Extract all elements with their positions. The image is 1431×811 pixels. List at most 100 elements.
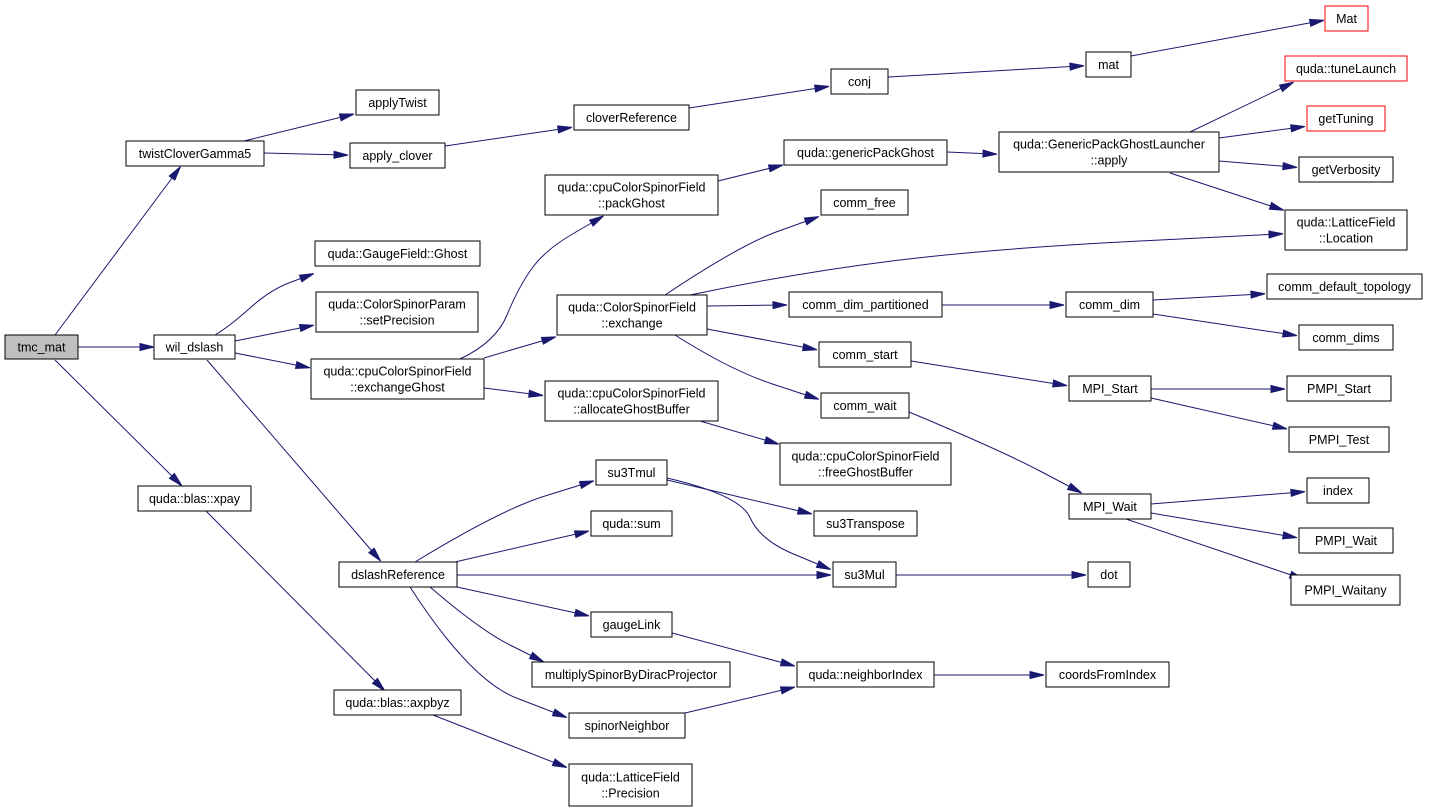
node-cpu-pack-ghost[interactable]: quda::cpuColorSpinorField::packGhost xyxy=(544,174,719,216)
node-mpi-start[interactable]: MPI_Start xyxy=(1068,375,1152,402)
node-set-precision[interactable]: quda::ColorSpinorParam::setPrecision xyxy=(315,291,479,333)
node-su3-transpose-box[interactable] xyxy=(813,510,918,537)
node-lattice-location[interactable]: quda::LatticeField::Location xyxy=(1284,209,1408,251)
node-get-verbosity[interactable]: getVerbosity xyxy=(1298,156,1394,183)
node-lattice-precision[interactable]: quda::LatticeField::Precision xyxy=(568,763,693,807)
node-comm-dim-partitioned[interactable]: comm_dim_partitioned xyxy=(788,291,943,318)
node-tmc-mat[interactable]: tmc_mat xyxy=(4,334,79,360)
node-su3-mul-box[interactable] xyxy=(832,561,897,588)
node-dot[interactable]: dot xyxy=(1087,561,1131,588)
node-multiply-spinor[interactable]: multiplySpinorByDiracProjector xyxy=(531,661,731,688)
node-comm-default-topology[interactable]: comm_default_topology xyxy=(1266,273,1423,300)
node-apply-clover-box[interactable] xyxy=(349,142,446,169)
node-spinor-neighbor-box[interactable] xyxy=(568,712,686,739)
node-generic-pack-ghost-box[interactable] xyxy=(783,139,948,166)
node-blas-xpay[interactable]: quda::blas::xpay xyxy=(137,485,252,512)
node-exchange-ghost-box[interactable] xyxy=(310,358,485,400)
node-su3-mul[interactable]: su3Mul xyxy=(832,561,897,588)
node-conj-box[interactable] xyxy=(830,68,889,95)
node-spinor-neighbor[interactable]: spinorNeighbor xyxy=(568,712,686,739)
node-neighbor-index[interactable]: quda::neighborIndex xyxy=(796,661,935,688)
node-pmpi-wait[interactable]: PMPI_Wait xyxy=(1298,527,1394,554)
node-pmpi-wait-box[interactable] xyxy=(1298,527,1394,554)
node-comm-free-box[interactable] xyxy=(820,189,909,216)
node-pmpi-test[interactable]: PMPI_Test xyxy=(1288,426,1390,453)
node-mpi-wait-box[interactable] xyxy=(1068,493,1152,520)
node-csf-exchange-box[interactable] xyxy=(556,294,708,336)
node-mpi-wait[interactable]: MPI_Wait xyxy=(1068,493,1152,520)
node-generic-pack-ghost[interactable]: quda::genericPackGhost xyxy=(783,139,948,166)
node-get-tuning[interactable]: getTuning xyxy=(1306,105,1386,132)
node-comm-default-topology-box[interactable] xyxy=(1266,273,1423,300)
node-set-precision-box[interactable] xyxy=(315,291,479,333)
node-comm-dim-partitioned-box[interactable] xyxy=(788,291,943,318)
node-conj[interactable]: conj xyxy=(830,68,889,95)
node-wil-dslash-box[interactable] xyxy=(153,334,236,360)
node-twist-clover-gamma5-box[interactable] xyxy=(125,140,265,167)
node-gauge-link[interactable]: gaugeLink xyxy=(590,611,673,638)
node-axpbyz[interactable]: quda::blas::axpbyz xyxy=(333,689,462,716)
node-tmc-mat-box[interactable] xyxy=(4,334,79,360)
node-tune-launch[interactable]: quda::tuneLaunch xyxy=(1284,55,1408,82)
node-apply-clover[interactable]: apply_clover xyxy=(349,142,446,169)
node-comm-free[interactable]: comm_free xyxy=(820,189,909,216)
node-neighbor-index-box[interactable] xyxy=(796,661,935,688)
node-coords-from-index-box[interactable] xyxy=(1045,661,1170,688)
node-gauge-ghost-box[interactable] xyxy=(314,240,481,267)
node-get-tuning-box[interactable] xyxy=(1306,105,1386,132)
node-clover-reference[interactable]: cloverReference xyxy=(573,104,690,131)
node-pmpi-test-box[interactable] xyxy=(1288,426,1390,453)
node-multiply-spinor-box[interactable] xyxy=(531,661,731,688)
node-dot-box[interactable] xyxy=(1087,561,1131,588)
node-comm-start-box[interactable] xyxy=(818,341,912,368)
node-quda-sum-box[interactable] xyxy=(590,510,673,537)
node-comm-dim[interactable]: comm_dim xyxy=(1065,291,1154,318)
node-generic-pack-launcher[interactable]: quda::GenericPackGhostLauncher::apply xyxy=(998,131,1220,173)
node-su3-tmul[interactable]: su3Tmul xyxy=(595,459,668,486)
node-axpbyz-box[interactable] xyxy=(333,689,462,716)
node-twist-clover-gamma5[interactable]: twistCloverGamma5 xyxy=(125,140,265,167)
node-blas-xpay-box[interactable] xyxy=(137,485,252,512)
node-su3-transpose[interactable]: su3Transpose xyxy=(813,510,918,537)
node-comm-dims-box[interactable] xyxy=(1298,324,1394,351)
node-pmpi-start-box[interactable] xyxy=(1286,375,1392,402)
node-pmpi-waitany-box[interactable] xyxy=(1290,574,1401,606)
node-pmpi-start[interactable]: PMPI_Start xyxy=(1286,375,1392,402)
node-mat[interactable]: mat xyxy=(1085,51,1132,78)
node-comm-dim-box[interactable] xyxy=(1065,291,1154,318)
node-comm-wait-box[interactable] xyxy=(820,392,910,419)
node-gauge-link-box[interactable] xyxy=(590,611,673,638)
node-csf-exchange[interactable]: quda::ColorSpinorField::exchange xyxy=(556,294,708,336)
node-mat-box[interactable] xyxy=(1324,5,1369,32)
node-tune-launch-box[interactable] xyxy=(1284,55,1408,82)
node-dslash-reference[interactable]: dslashReference xyxy=(338,561,458,588)
node-free-ghost-buffer-box[interactable] xyxy=(779,442,952,486)
node-cpu-pack-ghost-box[interactable] xyxy=(544,174,719,216)
node-apply-twist-box[interactable] xyxy=(355,89,440,116)
node-comm-start[interactable]: comm_start xyxy=(818,341,912,368)
node-dslash-reference-box[interactable] xyxy=(338,561,458,588)
node-gauge-ghost[interactable]: quda::GaugeField::Ghost xyxy=(314,240,481,267)
node-index-box[interactable] xyxy=(1306,477,1370,504)
node-pmpi-waitany[interactable]: PMPI_Waitany xyxy=(1290,574,1401,606)
node-generic-pack-launcher-box[interactable] xyxy=(998,131,1220,173)
node-index[interactable]: index xyxy=(1306,477,1370,504)
node-allocate-ghost-buffer-box[interactable] xyxy=(544,380,719,422)
node-wil-dslash[interactable]: wil_dslash xyxy=(153,334,236,360)
node-comm-wait[interactable]: comm_wait xyxy=(820,392,910,419)
node-apply-twist[interactable]: applyTwist xyxy=(355,89,440,116)
node-get-verbosity-box[interactable] xyxy=(1298,156,1394,183)
node-mat[interactable]: Mat xyxy=(1324,5,1369,32)
node-su3-tmul-box[interactable] xyxy=(595,459,668,486)
node-free-ghost-buffer[interactable]: quda::cpuColorSpinorField::freeGhostBuff… xyxy=(779,442,952,486)
node-mpi-start-box[interactable] xyxy=(1068,375,1152,402)
node-allocate-ghost-buffer[interactable]: quda::cpuColorSpinorField::allocateGhost… xyxy=(544,380,719,422)
node-mat-box[interactable] xyxy=(1085,51,1132,78)
node-lattice-precision-box[interactable] xyxy=(568,763,693,807)
node-coords-from-index[interactable]: coordsFromIndex xyxy=(1045,661,1170,688)
node-clover-reference-box[interactable] xyxy=(573,104,690,131)
node-quda-sum[interactable]: quda::sum xyxy=(590,510,673,537)
node-lattice-location-box[interactable] xyxy=(1284,209,1408,251)
node-comm-dims[interactable]: comm_dims xyxy=(1298,324,1394,351)
node-exchange-ghost[interactable]: quda::cpuColorSpinorField::exchangeGhost xyxy=(310,358,485,400)
